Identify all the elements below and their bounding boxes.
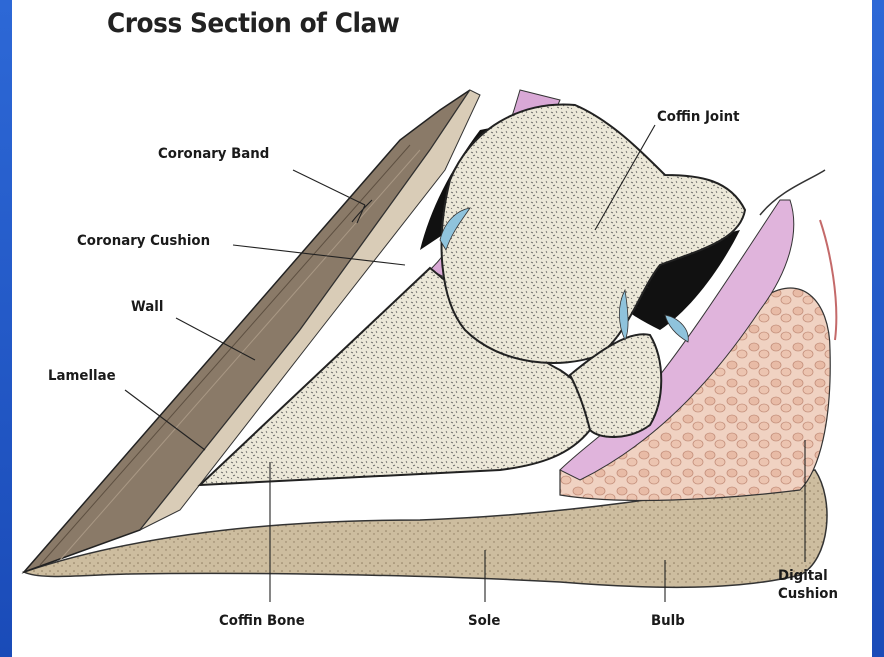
label-coronary-band: Coronary Band [158, 146, 269, 162]
label-coronary-cushion: Coronary Cushion [77, 233, 210, 249]
label-bulb: Bulb [651, 613, 685, 629]
label-wall: Wall [131, 299, 163, 315]
label-cushion: Cushion [778, 586, 838, 602]
label-lamellae: Lamellae [48, 368, 116, 384]
label-coffin-joint: Coffin Joint [657, 109, 740, 125]
label-digital: Digital [778, 568, 828, 584]
label-sole: Sole [468, 613, 500, 629]
label-coffin-bone: Coffin Bone [219, 613, 305, 629]
cartilage-navicular [665, 315, 688, 342]
